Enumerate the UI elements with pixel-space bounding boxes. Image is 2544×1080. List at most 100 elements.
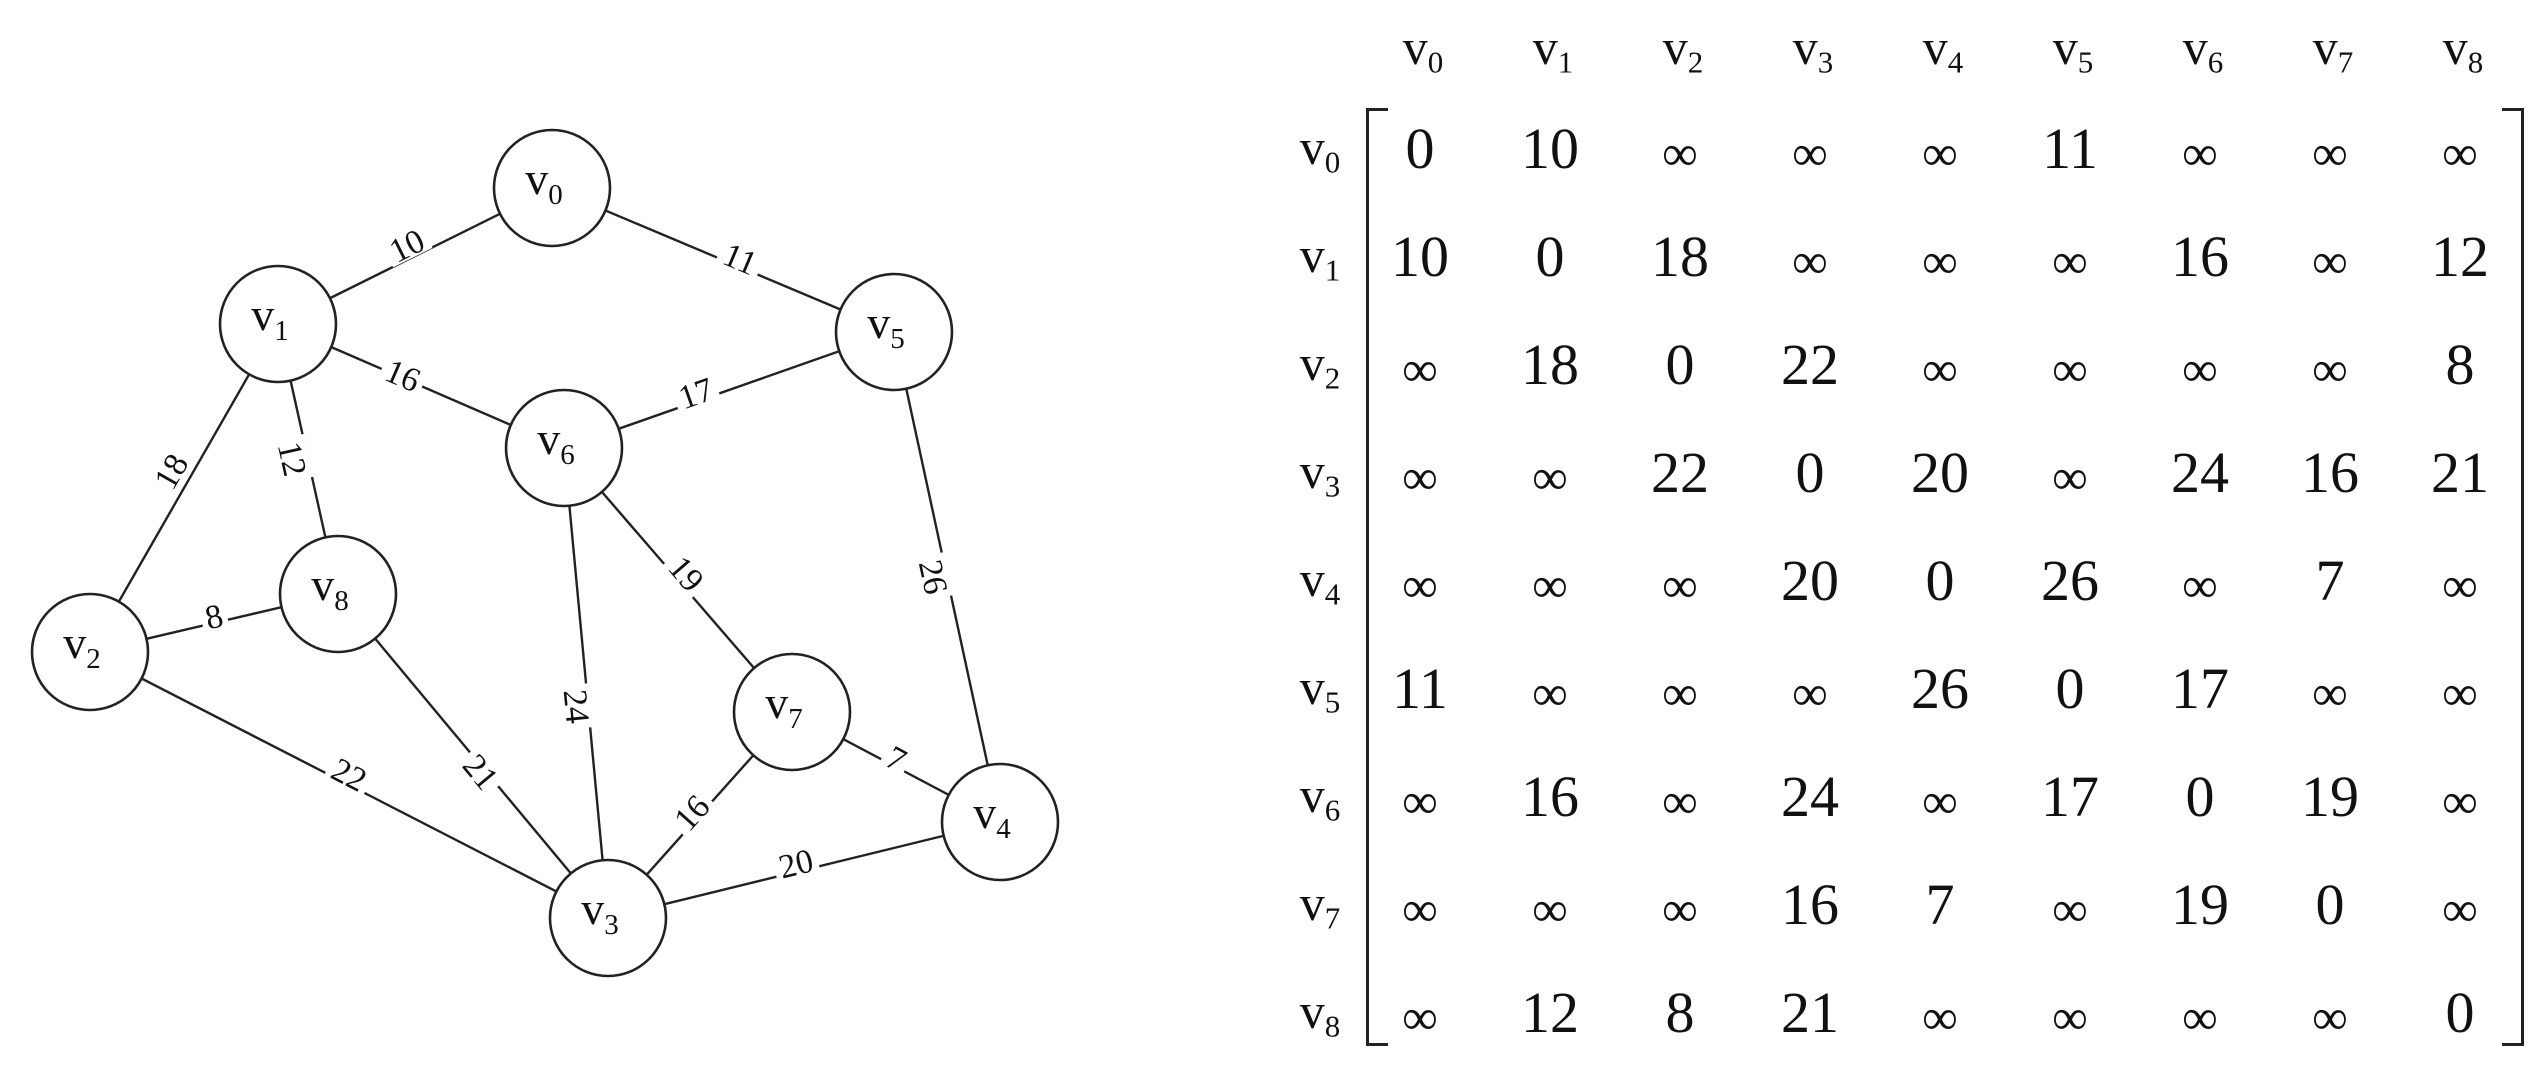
matrix-cell-r1-c2: 18 bbox=[1651, 224, 1709, 289]
matrix-cell-r6-c2: ∞ bbox=[1662, 773, 1698, 829]
matrix-cell-r6-c4: ∞ bbox=[1922, 773, 1958, 829]
edge-weight-group-v5-v6: 17 bbox=[669, 370, 722, 417]
matrix-cell-r0-c5: 11 bbox=[2042, 116, 2098, 181]
matrix-cell-r8-c2: 8 bbox=[1665, 980, 1695, 1045]
edge-weight-background bbox=[661, 546, 714, 600]
matrix-cell-r8-c4: ∞ bbox=[1922, 989, 1958, 1045]
matrix-cell-r0-c6: ∞ bbox=[2182, 125, 2218, 181]
matrix-cell-r4-c4: 0 bbox=[1925, 548, 1955, 613]
matrix-cell-r3-c1: ∞ bbox=[1532, 449, 1568, 505]
matrix-cell-r8-c8: 0 bbox=[2445, 980, 2475, 1045]
matrix-cell-r0-c8: ∞ bbox=[2442, 125, 2478, 181]
matrix-cell-r5-c5: 0 bbox=[2055, 656, 2085, 721]
matrix-cell-r8-c3: 21 bbox=[1781, 980, 1839, 1045]
edge-weight-group-v5-v4: 26 bbox=[911, 551, 955, 602]
node-label-v1: v1 bbox=[251, 289, 289, 347]
matrix-cell-r4-c2: ∞ bbox=[1662, 557, 1698, 613]
matrix-cell-r2-c4: ∞ bbox=[1922, 341, 1958, 397]
edge-weight-background bbox=[878, 737, 916, 777]
matrix-cell-r7-c6: 19 bbox=[2171, 872, 2229, 937]
node-v7 bbox=[732, 652, 852, 772]
matrix-cell-r5-c6: 17 bbox=[2171, 656, 2229, 721]
matrix-cell-r7-c0: ∞ bbox=[1402, 881, 1438, 937]
node-v6 bbox=[504, 388, 624, 508]
matrix-cell-r3-c4: 20 bbox=[1911, 440, 1969, 505]
matrix-cell-r1-c8: 12 bbox=[2431, 224, 2489, 289]
matrix-col-header-v1: v1 bbox=[1532, 19, 1574, 80]
matrix-cell-r8-c7: ∞ bbox=[2312, 989, 2348, 1045]
matrix-cell-r5-c2: ∞ bbox=[1662, 665, 1698, 721]
node-v2 bbox=[30, 592, 150, 712]
node-v0 bbox=[492, 128, 612, 248]
matrix-cell-r2-c8: 8 bbox=[2445, 332, 2475, 397]
matrix-right-bracket bbox=[2502, 108, 2524, 1046]
matrix-cell-r6-c3: 24 bbox=[1781, 764, 1839, 829]
matrix-cell-r0-c1: 10 bbox=[1521, 116, 1579, 181]
edge-weight-background bbox=[664, 785, 717, 839]
edge-weight-v7-v3: 16 bbox=[667, 788, 717, 838]
matrix-cell-r1-c7: ∞ bbox=[2312, 233, 2348, 289]
edge-weight-background bbox=[274, 433, 314, 484]
matrix-cell-r2-c6: ∞ bbox=[2182, 341, 2218, 397]
matrix-cell-r3-c3: 0 bbox=[1795, 440, 1825, 505]
edge-weight-background bbox=[323, 749, 377, 797]
matrix-col-header-v0: v0 bbox=[1402, 19, 1444, 80]
matrix-left-bracket bbox=[1366, 108, 1388, 1046]
edge-weight-background bbox=[377, 351, 430, 397]
matrix-col-header-v2: v2 bbox=[1662, 19, 1704, 80]
node-v3 bbox=[548, 858, 668, 978]
matrix-cell-r4-c8: ∞ bbox=[2442, 557, 2478, 613]
matrix-cell-r0-c4: ∞ bbox=[1922, 125, 1958, 181]
matrix-row-header-v3: v3 bbox=[1299, 443, 1341, 504]
matrix-cell-r7-c7: 0 bbox=[2315, 872, 2345, 937]
edge-weight-group-v1-v2: 18 bbox=[145, 444, 196, 498]
matrix-cell-r6-c5: 17 bbox=[2041, 764, 2099, 829]
matrix-cell-r4-c3: 20 bbox=[1781, 548, 1839, 613]
matrix-row-header-v1: v1 bbox=[1299, 227, 1341, 288]
matrix-cell-r5-c4: 26 bbox=[1911, 656, 1969, 721]
edge-weight-group-v2-v8: 8 bbox=[197, 597, 230, 637]
matrix-cell-r8-c1: 12 bbox=[1521, 980, 1579, 1045]
edge-weight-group-v1-v6: 16 bbox=[377, 351, 430, 400]
edge-weight-background bbox=[561, 683, 596, 730]
node-v1 bbox=[218, 264, 338, 384]
edge-weight-background bbox=[456, 744, 508, 798]
matrix-cell-r1-c1: 0 bbox=[1535, 224, 1565, 289]
matrix-cell-r5-c0: 11 bbox=[1392, 656, 1448, 721]
matrix-cell-r0-c0: 0 bbox=[1405, 116, 1435, 181]
matrix-col-header-v4: v4 bbox=[1922, 19, 1964, 80]
matrix-row-header-v8: v8 bbox=[1299, 983, 1341, 1044]
edge-weight-v0-v1: 10 bbox=[384, 222, 431, 270]
edge-v1-v2 bbox=[88, 323, 280, 653]
matrix-cell-r3-c6: 24 bbox=[2171, 440, 2229, 505]
matrix-cell-r3-c2: 22 bbox=[1651, 440, 1709, 505]
matrix-cell-r1-c3: ∞ bbox=[1792, 233, 1828, 289]
matrix-cell-r2-c1: 18 bbox=[1521, 332, 1579, 397]
edge-weight-group-v8-v3: 21 bbox=[455, 744, 508, 798]
matrix-cell-r4-c5: 26 bbox=[2041, 548, 2099, 613]
edge-weight-v1-v8: 12 bbox=[270, 439, 313, 480]
matrix-cell-r2-c0: ∞ bbox=[1402, 341, 1438, 397]
edge-weight-group-v3-v4: 20 bbox=[770, 842, 821, 886]
edge-weight-group-v0-v5: 11 bbox=[714, 234, 767, 283]
edge-v6-v3 bbox=[562, 447, 610, 919]
edge-weight-group-v7-v3: 16 bbox=[664, 785, 717, 839]
edge-weight-v8-v3: 21 bbox=[455, 748, 505, 798]
matrix-col-header-v6: v6 bbox=[2182, 19, 2224, 80]
matrix-cell-r7-c5: ∞ bbox=[2052, 881, 2088, 937]
matrix-cell-r7-c3: 16 bbox=[1781, 872, 1839, 937]
matrix-cell-r4-c0: ∞ bbox=[1402, 557, 1438, 613]
matrix-cell-r3-c5: ∞ bbox=[2052, 449, 2088, 505]
matrix-cell-r5-c7: ∞ bbox=[2312, 665, 2348, 721]
matrix-cell-r2-c5: ∞ bbox=[2052, 341, 2088, 397]
matrix-cell-r4-c6: ∞ bbox=[2182, 557, 2218, 613]
node-label-v4: v4 bbox=[973, 787, 1011, 845]
edge-weight-v6-v3: 24 bbox=[556, 688, 596, 725]
matrix-cell-r7-c1: ∞ bbox=[1532, 881, 1568, 937]
matrix-cell-r6-c0: ∞ bbox=[1402, 773, 1438, 829]
matrix-row-header-v0: v0 bbox=[1299, 119, 1341, 180]
matrix-cell-r2-c3: 22 bbox=[1781, 332, 1839, 397]
node-v8 bbox=[278, 534, 398, 654]
matrix-cell-r0-c7: ∞ bbox=[2312, 125, 2348, 181]
